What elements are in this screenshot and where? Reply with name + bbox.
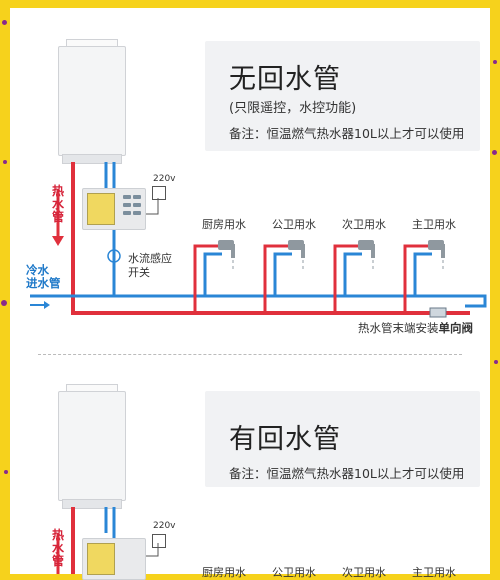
power-plug-icon (152, 534, 166, 548)
tap-label: 次卫用水 (342, 566, 386, 579)
decor-dot (494, 360, 498, 364)
controller-screen (87, 193, 115, 225)
diagram-card: 无回水管 (只限遥控，水控功能) 备注：恒温燃气热水器10L以上才可以使用 (10, 8, 490, 580)
flow-switch-label-line1: 水流感应 (128, 252, 172, 265)
flow-switch-label-line2: 开关 (128, 266, 150, 279)
tap-label: 厨房用水 (202, 218, 246, 231)
voltage-label: 220v (153, 521, 176, 531)
section-title: 有回水管 (229, 424, 341, 455)
controller-screen (87, 543, 115, 575)
decor-dot (1, 300, 7, 306)
water-heater (58, 46, 126, 156)
remote-controller (82, 188, 146, 230)
hot-pipe-label: 热水管 (51, 528, 64, 568)
controller-button (133, 211, 141, 215)
check-valve-note-bold: 单向阀 (438, 321, 474, 335)
info-panel-no-return: 无回水管 (只限遥控，水控功能) 备注：恒温燃气热水器10L以上才可以使用 (205, 41, 480, 151)
cold-pipe-label-line1: 冷水 (26, 263, 49, 277)
section-note: 备注：恒温燃气热水器10L以上才可以使用 (229, 126, 465, 141)
decor-dot (2, 20, 7, 25)
tap-label: 厨房用水 (202, 566, 246, 579)
check-valve-note: 热水管末端安装单向阀 (358, 320, 473, 336)
water-heater (58, 391, 126, 501)
controller-button (123, 195, 131, 199)
tap-label: 主卫用水 (412, 566, 456, 579)
tap-label: 公卫用水 (272, 218, 316, 231)
hot-pipe-label: 热水管 (51, 184, 64, 224)
cold-pipe-label-line2: 进水管 (26, 276, 61, 290)
controller-button (123, 211, 131, 215)
decor-dot (3, 160, 7, 164)
water-heater-base (62, 499, 122, 509)
decor-dot (492, 150, 497, 155)
pipe-diagram-no-return (30, 162, 487, 318)
power-plug-icon (152, 186, 166, 200)
controller-button (133, 195, 141, 199)
remote-controller (82, 538, 146, 580)
info-panel-with-return: 有回水管 备注：恒温燃气热水器10L以上才可以使用 (205, 391, 480, 487)
check-valve-note-text: 热水管末端安装 (358, 321, 439, 335)
pipe-diagram-with-return (56, 507, 159, 574)
section-title: 无回水管 (229, 64, 341, 95)
section-subtitle: (只限遥控，水控功能) (229, 101, 357, 116)
tap-label: 公卫用水 (272, 566, 316, 579)
decor-dot (4, 470, 8, 474)
voltage-label: 220v (153, 174, 176, 184)
water-heater-top (66, 39, 118, 48)
tap-label: 次卫用水 (342, 218, 386, 231)
section-note: 备注：恒温燃气热水器10L以上才可以使用 (229, 466, 465, 481)
section-divider (38, 354, 462, 355)
decor-dot (493, 60, 497, 64)
controller-button (123, 203, 131, 207)
water-heater-base (62, 154, 122, 164)
controller-button (133, 203, 141, 207)
tap-label: 主卫用水 (412, 218, 456, 231)
water-heater-top (66, 384, 118, 393)
